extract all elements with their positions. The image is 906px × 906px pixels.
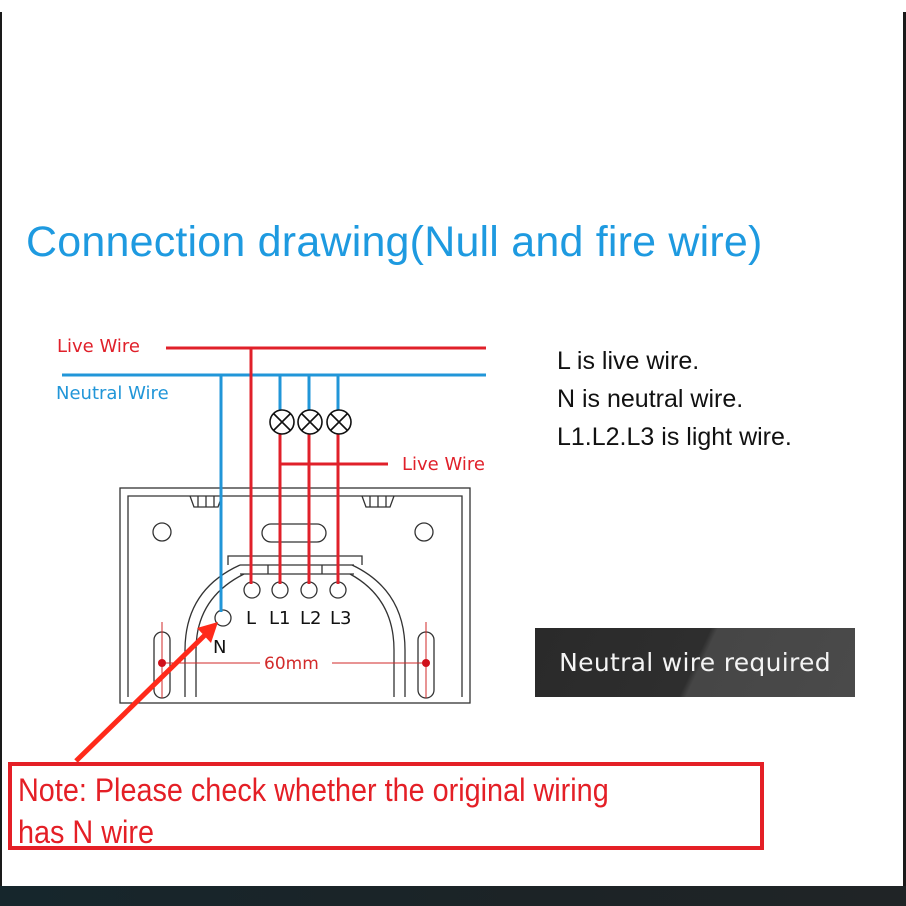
- terminal-l2: [300, 581, 318, 599]
- note-box: Note: Please check whether the original …: [8, 762, 764, 850]
- live-wire-label: Live Wire: [57, 336, 140, 357]
- terminal-l1: [271, 581, 289, 599]
- center-slot: [261, 523, 327, 543]
- dimension-dot-left: [158, 659, 166, 667]
- frame-right-border: [903, 12, 906, 886]
- terminal-l: [243, 581, 261, 599]
- note-line-2: has N wire: [18, 814, 155, 850]
- dome-arc-left-outer: [184, 564, 241, 697]
- terminal-l3: [329, 581, 347, 599]
- dimension-label: 60mm: [264, 654, 319, 674]
- terminal-label-l1: L1: [269, 608, 290, 629]
- dome-arc-right-inner: [349, 573, 395, 697]
- terminal-label-n: N: [213, 637, 226, 658]
- terminal-label-l: L: [246, 608, 256, 629]
- dimension-dot-right: [422, 659, 430, 667]
- lamp-icon: [269, 409, 295, 435]
- live-wire-label-lamps: Live Wire: [402, 454, 485, 475]
- plate-inner-edge: [127, 495, 463, 697]
- badge-text: Neutral wire required: [559, 648, 831, 677]
- legend-line-light: L1.L2.L3 is light wire.: [557, 423, 792, 451]
- note-line-1: Note: Please check whether the original …: [18, 772, 609, 808]
- screw-hole-left: [152, 522, 172, 542]
- legend: L is live wire. N is neutral wire. L1.L2…: [557, 342, 792, 456]
- lamp-icon: [297, 409, 323, 435]
- lamp-icon: [326, 409, 352, 435]
- screw-hole-right: [414, 522, 434, 542]
- plate-outer-edge: [119, 487, 471, 704]
- diagram-title: Connection drawing(Null and fire wire): [26, 218, 763, 266]
- legend-line-n: N is neutral wire.: [557, 385, 744, 413]
- terminal-label-l2: L2: [300, 608, 321, 629]
- terminal-n: [214, 609, 232, 627]
- arrow-icon: [74, 622, 218, 763]
- frame-bottom-bar: [0, 886, 906, 906]
- neutral-wire-label: Neutral Wire: [56, 383, 169, 404]
- dome-arc-right-outer: [351, 564, 406, 697]
- frame-left-border: [0, 12, 2, 886]
- legend-line-l: L is live wire.: [557, 347, 700, 375]
- terminal-label-l3: L3: [330, 608, 351, 629]
- neutral-wire-required-badge: Neutral wire required: [535, 628, 855, 697]
- terminal-block-top: [227, 555, 363, 565]
